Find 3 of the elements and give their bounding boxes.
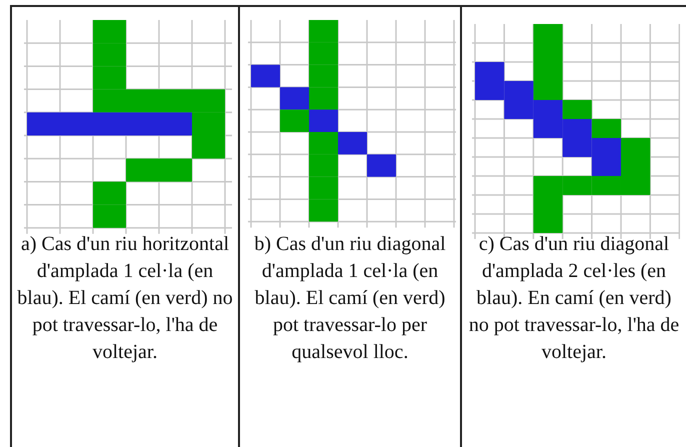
- caption-text: b) Cas d'un riu diagonal d'amplada 1 cel·la (en blau). El camí (en verd) pot travessar-lo per qualsevol lloc.: [254, 233, 446, 363]
- caption-text: c) Cas d'un riu diagonal d'amplada 2 cel·les (en blau). En camí (en verd) no pot travessar-lo, l'ha de voltejar.: [468, 233, 680, 363]
- caption-text: a) Cas d'un riu horitzontal d'amplada 1 cel·la (en blau). El camí (en verd) no pot travessar-lo, l'ha de voltejar.: [17, 233, 233, 363]
